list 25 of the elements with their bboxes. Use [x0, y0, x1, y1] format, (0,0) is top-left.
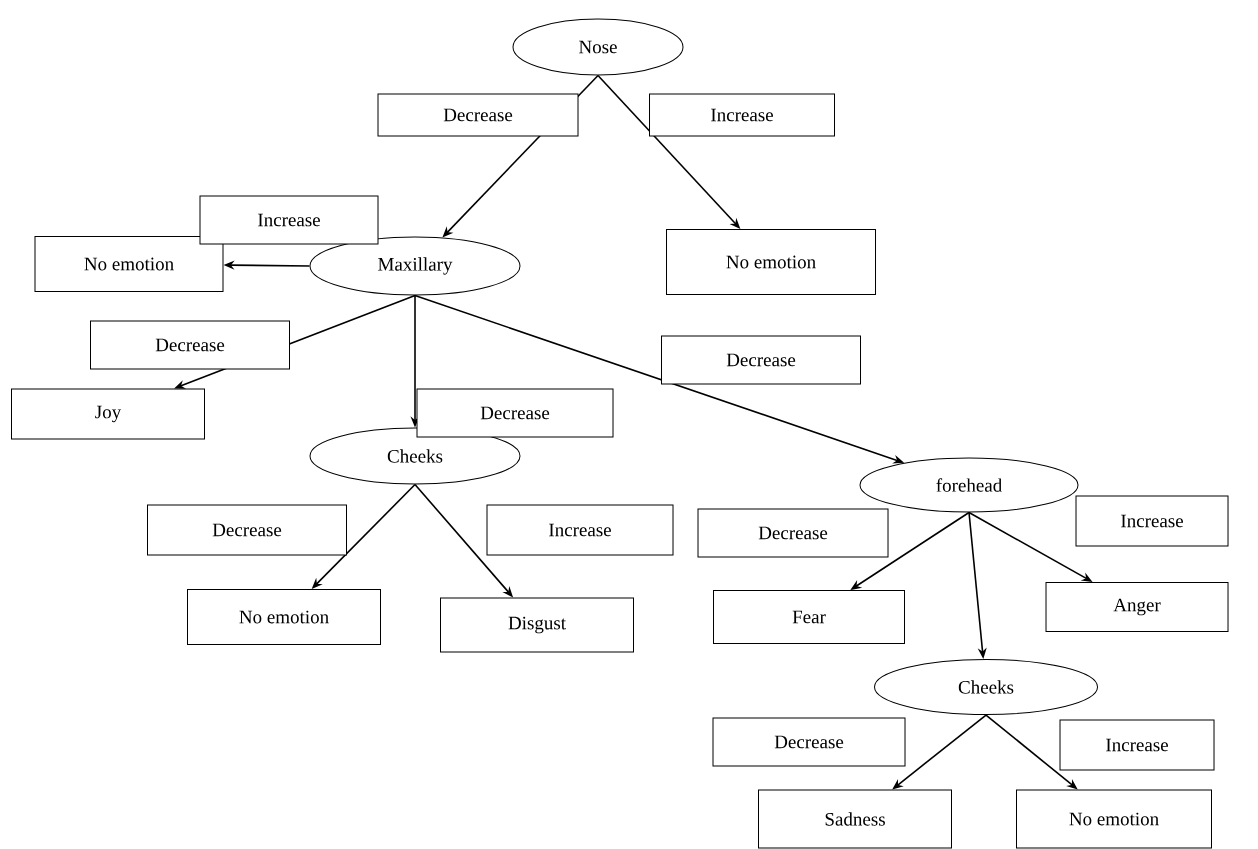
result-box: No emotion: [666, 229, 876, 295]
result-box: Anger: [1045, 582, 1229, 632]
edge-label: Increase: [1075, 495, 1229, 547]
edge-label: Increase: [1059, 719, 1215, 771]
edge-label: Decrease: [712, 717, 906, 767]
edge-label: Increase: [199, 195, 379, 245]
result-box: No emotion: [187, 589, 381, 645]
edge-label: Decrease: [416, 388, 614, 438]
edge-label: Increase: [486, 504, 674, 556]
edge-label: Decrease: [697, 508, 889, 558]
result-box: No emotion: [34, 236, 224, 292]
edge-label: Increase: [649, 93, 835, 137]
edge-label: Decrease: [377, 93, 579, 137]
result-box: No emotion: [1016, 789, 1212, 849]
result-box: Joy: [11, 388, 205, 440]
result-box: Sadness: [758, 789, 952, 849]
ellipse-node: Nose: [512, 18, 684, 76]
edge-label: Decrease: [661, 335, 861, 385]
ellipse-node: Cheeks: [874, 659, 1098, 715]
ellipse-node: forehead: [859, 457, 1079, 513]
ellipse-node: Maxillary: [309, 236, 521, 296]
result-box: Fear: [713, 590, 905, 644]
edge-label: Decrease: [147, 504, 347, 556]
result-box: Disgust: [440, 597, 634, 653]
edge-label: Decrease: [90, 320, 290, 370]
